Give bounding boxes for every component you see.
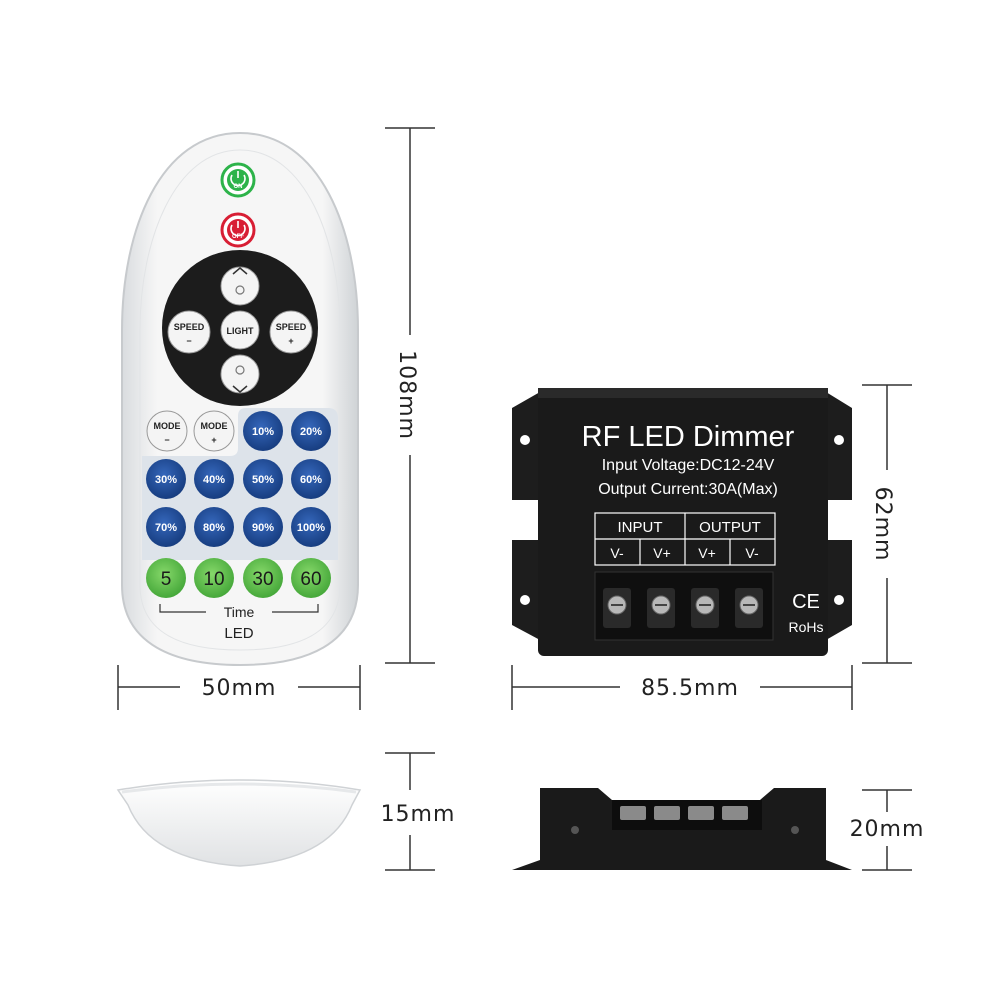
mode-plus-label: MODE	[201, 421, 228, 431]
percent-100-button[interactable]: 100%	[291, 507, 331, 547]
speed-plus-button[interactable]: SPEED +	[269, 310, 313, 354]
remote-height-dimension: 108mm	[394, 350, 419, 440]
remote-control: ON OFF LIGHT SPEED −	[121, 131, 359, 667]
box-height-dimension: 62mm	[870, 487, 895, 562]
screw-terminal	[691, 588, 719, 628]
on-button[interactable]: ON	[220, 162, 256, 198]
rohs-mark: RoHs	[788, 619, 823, 635]
brightness-down-button[interactable]	[220, 354, 260, 394]
power-icon	[230, 224, 246, 237]
power-icon	[230, 174, 246, 187]
screw-terminal	[735, 588, 763, 628]
time-10-button[interactable]: 10	[194, 558, 234, 598]
percent-label: 40%	[203, 474, 225, 486]
percent-60-button[interactable]: 60%	[291, 459, 331, 499]
mode-minus-label: MODE	[154, 421, 181, 431]
percent-label: 80%	[203, 522, 225, 534]
time-bracket	[159, 604, 319, 613]
remote-side-view	[116, 779, 362, 867]
box-thickness-dimension: 20mm	[850, 817, 925, 842]
off-label: OFF	[232, 234, 244, 240]
mode-plus-button[interactable]: MODE +	[193, 410, 235, 452]
on-label: ON	[234, 184, 243, 190]
terminal-label: V+	[698, 545, 716, 561]
box-width-dimension: 85.5mm	[641, 676, 739, 701]
terminal-label: V-	[610, 545, 624, 561]
plus-sign: +	[211, 435, 216, 445]
light-button[interactable]: LIGHT	[220, 310, 260, 350]
light-label: LIGHT	[227, 326, 254, 336]
time-30-button[interactable]: 30	[243, 558, 283, 598]
speed-minus-button[interactable]: SPEED −	[167, 310, 211, 354]
speed-plus-label: SPEED	[276, 322, 307, 332]
percent-label: 10%	[252, 426, 274, 438]
plus-sign: +	[288, 336, 293, 346]
time-label: 30	[252, 569, 273, 590]
time-60-button[interactable]: 60	[291, 558, 331, 598]
dimension-lines	[117, 127, 912, 871]
terminal-label: V-	[745, 545, 759, 561]
percent-label: 30%	[155, 474, 177, 486]
percent-label: 60%	[300, 474, 322, 486]
ce-mark: CE	[792, 591, 820, 613]
remote-thickness-dimension: 15mm	[381, 802, 456, 827]
sun-icon	[235, 285, 245, 295]
dimmer-input-voltage: Input Voltage:DC12-24V	[602, 457, 775, 474]
mode-minus-button[interactable]: MODE −	[146, 410, 188, 452]
screw-terminal	[603, 588, 631, 628]
percent-90-button[interactable]: 90%	[243, 507, 283, 547]
percent-10-button[interactable]: 10%	[243, 411, 283, 451]
terminal-table	[594, 512, 776, 566]
dimmer-side-view	[512, 788, 852, 870]
output-header: OUTPUT	[699, 519, 761, 536]
time-label: 60	[300, 569, 321, 590]
keypad-panel	[142, 408, 338, 560]
screw-terminal	[647, 588, 675, 628]
brightness-up-button[interactable]	[220, 266, 260, 306]
percent-label: 100%	[297, 522, 325, 534]
percent-20-button[interactable]: 20%	[291, 411, 331, 451]
percent-label: 50%	[252, 474, 274, 486]
off-button[interactable]: OFF	[220, 212, 256, 248]
time-5-button[interactable]: 5	[146, 558, 186, 598]
percent-50-button[interactable]: 50%	[243, 459, 283, 499]
time-label: 5	[161, 569, 172, 590]
led-caption: LED	[224, 625, 253, 642]
dimmer-output-current: Output Current:30A(Max)	[598, 481, 778, 498]
terminal-label: V+	[653, 545, 671, 561]
input-header: INPUT	[618, 519, 663, 536]
dimmer-title: RF LED Dimmer	[582, 421, 795, 453]
minus-sign: −	[186, 336, 191, 346]
minus-sign: −	[164, 435, 169, 445]
time-label: 10	[203, 569, 224, 590]
percent-40-button[interactable]: 40%	[194, 459, 234, 499]
remote-width-dimension: 50mm	[202, 676, 277, 701]
time-caption: Time	[224, 604, 255, 620]
percent-30-button[interactable]: 30%	[146, 459, 186, 499]
percent-80-button[interactable]: 80%	[194, 507, 234, 547]
sun-icon	[235, 365, 245, 375]
percent-label: 70%	[155, 522, 177, 534]
dimmer-box: RF LED Dimmer Input Voltage:DC12-24V Out…	[512, 388, 852, 656]
percent-label: 90%	[252, 522, 274, 534]
percent-70-button[interactable]: 70%	[146, 507, 186, 547]
percent-label: 20%	[300, 426, 322, 438]
speed-minus-label: SPEED	[174, 322, 205, 332]
